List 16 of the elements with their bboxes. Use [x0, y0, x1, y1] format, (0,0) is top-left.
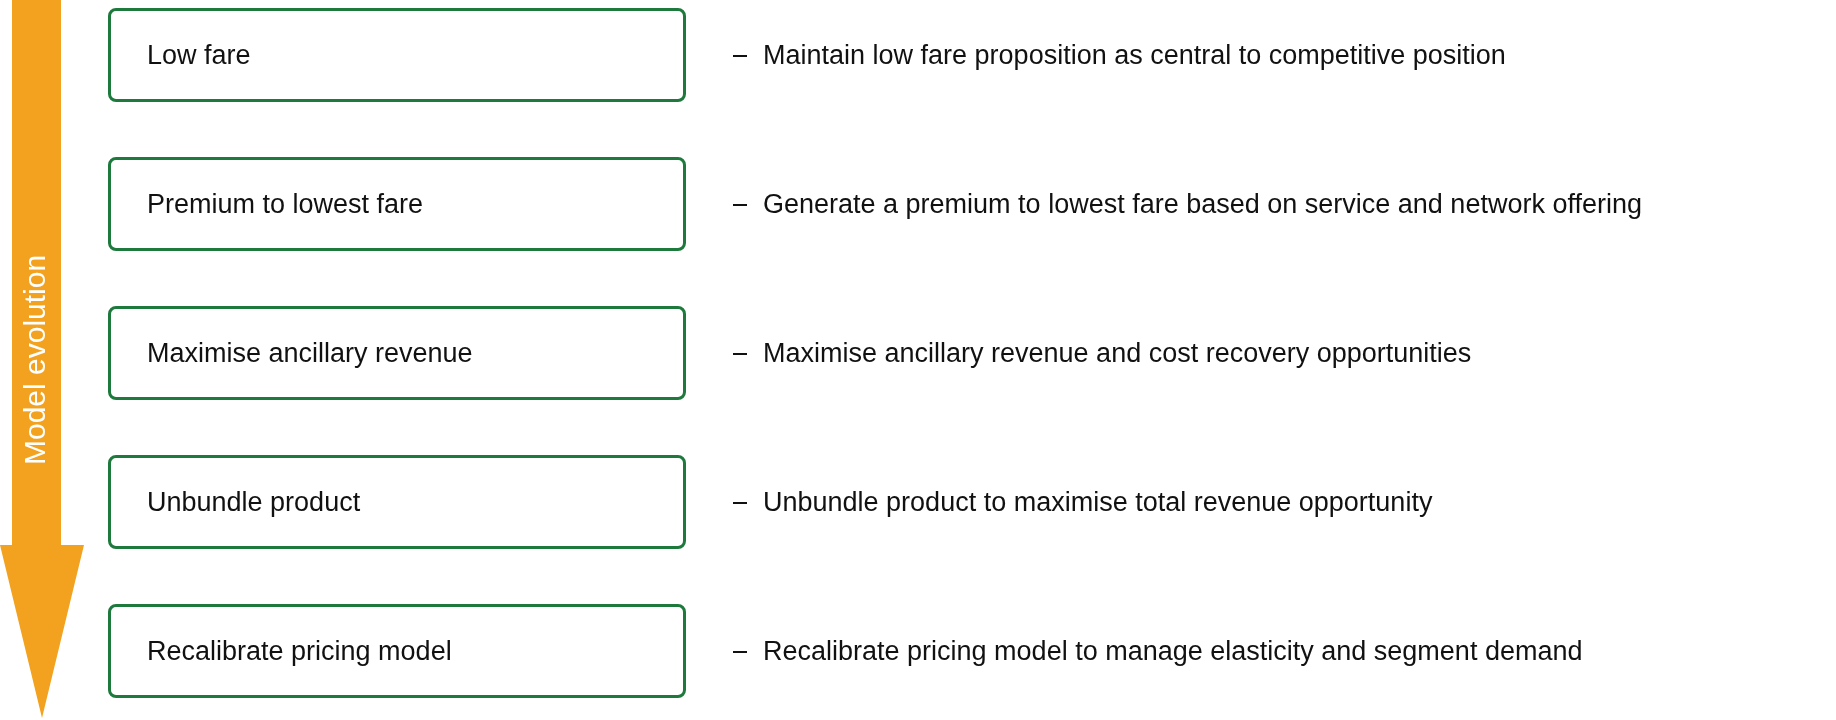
description-text: Unbundle product to maximise total revenue opportunity — [763, 486, 1434, 519]
step-box — [108, 455, 686, 549]
step-label: Premium to lowest fare — [147, 188, 424, 220]
axis-label: Model evolution — [18, 254, 52, 465]
description-text: Generate a premium to lowest fare based on service and network offering — [763, 188, 1643, 221]
step-label: Low fare — [147, 39, 251, 71]
step-box — [108, 604, 686, 698]
description-text: Maintain low fare proposition as central to competitive position — [763, 39, 1507, 72]
step-label: Unbundle product — [147, 486, 361, 518]
step-box — [108, 8, 686, 102]
description-text: Recalibrate pricing model to manage elasticity and segment demand — [763, 635, 1584, 668]
description-text: Maximise ancillary revenue and cost recovery opportunities — [763, 337, 1473, 370]
step-box — [108, 157, 686, 251]
step-label: Maximise ancillary revenue — [147, 337, 473, 369]
step-label: Recalibrate pricing model — [147, 635, 452, 667]
step-box — [108, 306, 686, 400]
